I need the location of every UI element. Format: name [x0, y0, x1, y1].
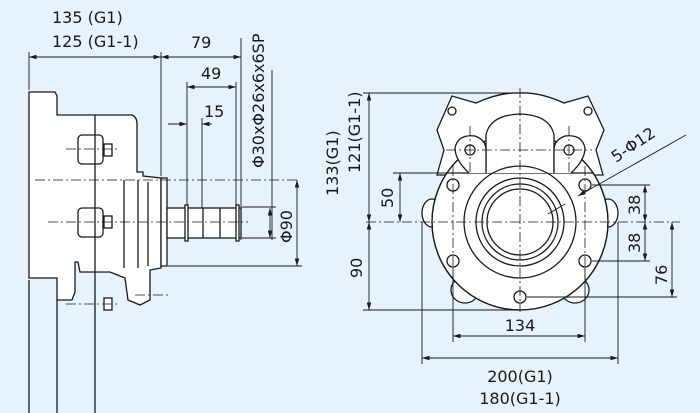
hole-spec-label: 5-Φ12 — [608, 123, 659, 166]
dim-hole-spacing-label: 134 — [505, 316, 536, 335]
dim-key-offset-label: 15 — [204, 102, 224, 121]
shaft-spec-label: Φ30xΦ26x6x6SP — [249, 33, 268, 168]
dim-bottom-hole-label: 76 — [652, 265, 671, 285]
dim-length-g1: 135 (G1) — [52, 8, 123, 27]
shaft — [166, 207, 242, 239]
ear-hole — [447, 106, 457, 116]
dim-spline-length-label: 49 — [201, 64, 221, 83]
bolt-head — [103, 143, 113, 157]
ear-hole — [583, 106, 593, 116]
pilot-diameter-label: Φ90 — [277, 210, 296, 243]
dim-upper-offset-label: 50 — [378, 188, 397, 208]
side-view: 135 (G1) 125 (G1-1) 79 49 15 Φ30xΦ26x6x6… — [28, 8, 302, 413]
dim-hole-offset-lower-label: 38 — [625, 233, 644, 253]
dim-height-g1: 133(G1) — [323, 130, 342, 196]
shaft-ring — [184, 204, 189, 242]
dim-lower-height-label: 90 — [347, 258, 366, 278]
dim-length-g1-1: 125 (G1-1) — [52, 32, 139, 51]
bolt-boss — [77, 207, 104, 238]
dim-width-g1: 200(G1) — [487, 367, 553, 386]
hole-leader — [577, 134, 687, 197]
dim-width-g1-1: 180(G1-1) — [479, 389, 561, 408]
shaft-ring — [235, 204, 240, 242]
dim-shaft-length-label: 79 — [191, 33, 211, 52]
front-view: 133(G1) 121(G1-1) 50 90 38 38 76 5-Φ12 1… — [323, 88, 687, 408]
dim-hole-offset-upper-label: 38 — [625, 195, 644, 215]
bolt-boss — [77, 134, 104, 165]
dim-height-g1-1: 121(G1-1) — [345, 91, 364, 173]
